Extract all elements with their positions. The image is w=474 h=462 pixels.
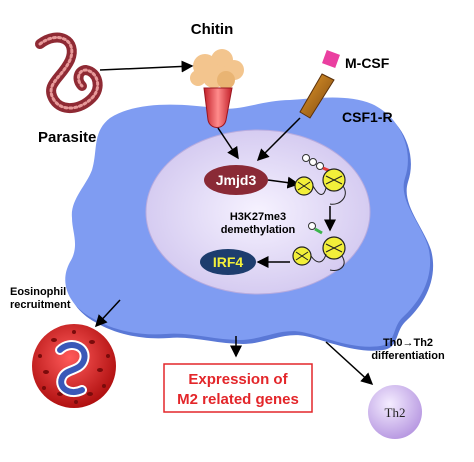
differentiation-label: differentiation xyxy=(371,350,445,362)
parasite-worm-icon xyxy=(35,32,103,113)
h3k27me3-label: H3K27me3 xyxy=(230,211,286,223)
nucleus xyxy=(145,129,371,295)
recruitment-label: recruitment xyxy=(10,299,71,311)
chitin-particle-icon xyxy=(190,49,244,89)
jmjd3-badge xyxy=(204,165,268,195)
arrow-to-eosinophil xyxy=(94,299,121,328)
chitin-receptor-icon xyxy=(203,87,233,128)
eosinophil-cell-icon xyxy=(32,324,116,408)
mcsf-label: M-CSF xyxy=(345,55,390,71)
jmjd3-label: Jmjd3 xyxy=(216,172,257,188)
expression-label-line1: Expression of xyxy=(188,371,288,388)
th0-th2-label: Th0→Th2 xyxy=(383,337,433,349)
arrow-jmjd3-to-chromatin xyxy=(267,176,300,189)
irf4-label: IRF4 xyxy=(213,254,244,270)
arrow-to-th2 xyxy=(325,341,374,386)
arrow-parasite-to-chitin xyxy=(99,60,194,73)
th2-cell-icon xyxy=(368,385,422,439)
arrow-csf1r-to-jmjd3 xyxy=(256,117,301,162)
th2-label: Th2 xyxy=(385,405,406,420)
expression-box xyxy=(163,363,313,413)
demethylation-label: demethylation xyxy=(221,224,296,236)
expression-label-line2: M2 related genes xyxy=(177,391,299,408)
irf4-badge xyxy=(200,249,256,275)
mcsf-ligand-icon xyxy=(322,50,340,68)
csf1r-label: CSF1-R xyxy=(342,109,393,125)
arrow-receptor-to-jmjd3 xyxy=(217,127,239,160)
chromatin-icon-lower xyxy=(292,222,346,271)
chitin-label: Chitin xyxy=(191,21,234,38)
eosinophil-label: Eosinophil xyxy=(10,286,66,298)
chromatin-icon-upper xyxy=(294,154,346,205)
parasite-label: Parasite xyxy=(38,129,96,146)
csf1r-receptor-icon xyxy=(299,73,335,119)
